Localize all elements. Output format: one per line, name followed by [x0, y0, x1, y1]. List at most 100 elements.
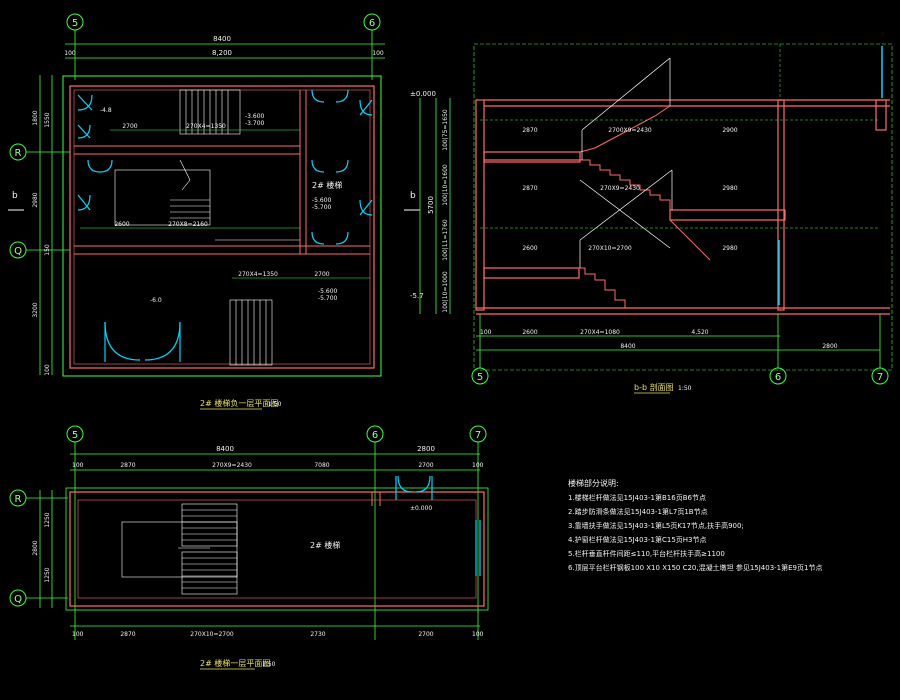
axis-label: 5	[477, 372, 483, 383]
dim-text: 100|75=1650	[442, 109, 449, 151]
dim-text: 150	[44, 244, 51, 256]
section-handrails	[579, 57, 673, 268]
door-swings	[395, 475, 481, 576]
dim-text: 2800	[32, 540, 39, 555]
dim-text: 8400	[213, 35, 231, 43]
section-mark: b	[12, 191, 18, 201]
note-item: 3.靠墙扶手做法见15J403-1第L5页K17节点,扶手高900;	[568, 521, 744, 530]
axis-label: 5	[72, 430, 78, 441]
dim-text: 5700	[427, 196, 435, 214]
dim-text: 8400	[620, 343, 635, 350]
section-walls	[475, 99, 890, 315]
dim-text: 100	[472, 631, 484, 638]
wall-outline	[69, 85, 375, 369]
dim-text: 2700	[418, 462, 433, 469]
elevation-label: -5.700	[318, 295, 338, 302]
axis-label: Q	[14, 246, 22, 257]
elevation-label: -5.600	[312, 197, 332, 204]
axis-label: R	[15, 148, 22, 159]
section-flights	[579, 105, 711, 308]
wall-inner	[77, 499, 477, 599]
elevation-label: ±0.000	[410, 505, 432, 512]
dim-text: 2700	[418, 631, 433, 638]
dim-text: 2870	[120, 462, 135, 469]
dim-text: 270X9=2430	[212, 462, 252, 469]
dim-text: 100	[44, 364, 51, 376]
axis-label: 6	[775, 372, 781, 383]
door-swings	[77, 89, 373, 362]
outer-frame	[65, 487, 489, 611]
dim-text: 100|10=1000	[442, 271, 449, 313]
dim-text: 2800	[417, 445, 435, 453]
dim-text: 100	[64, 50, 76, 57]
elevation-label: -5.7	[410, 292, 424, 300]
axis-label: 6	[372, 430, 378, 441]
drawing-scale: 1:50	[268, 401, 282, 408]
dim-text: 7080	[314, 462, 329, 469]
stair-label: 2700	[314, 271, 329, 278]
axis-bubble-7	[871, 367, 889, 385]
dim-text: 4,520	[691, 329, 708, 336]
flight-label: 2980	[722, 185, 737, 192]
note-item: 2.踏步防滑条做法见15J403-1第L7页1B节点	[568, 507, 708, 516]
stair-label: 270X4=1350	[186, 123, 226, 130]
note-item: 4.护窗栏杆做法见15J403-1第C15页H3节点	[568, 535, 707, 544]
section-windows	[778, 46, 883, 305]
flight-label: 2900	[722, 127, 737, 134]
dim-text: 1250	[44, 512, 51, 527]
stair-flight	[114, 89, 300, 366]
dim-text: 2980	[32, 192, 39, 207]
drawing-title: 2# 楼梯一层平面图	[200, 658, 270, 668]
flight-label: 2700X9=2430	[608, 127, 652, 134]
dim-text: 8,200	[212, 49, 232, 57]
dim-text: 2600	[522, 329, 537, 336]
dim-text: 270X10=2700	[190, 631, 234, 638]
axis-label: R	[15, 494, 22, 505]
elevation-label: -4.8	[100, 107, 112, 114]
drawing-scale: 1:50	[678, 385, 692, 392]
elevation-label: -5.700	[312, 204, 332, 211]
elevation-label: ±0.000	[410, 90, 436, 98]
note-item: 6.顶层平台栏杆钢板100 X10 X150 C20,混凝土墩坦 参见15J40…	[568, 563, 822, 572]
axis-label: 7	[475, 430, 481, 441]
dim-text: 1250	[44, 567, 51, 582]
notes-block: 楼梯部分说明: 1.楼梯栏杆做法见15J403-1第B16页B6节点 2.踏步防…	[568, 478, 822, 572]
elevation-label: -6.0	[150, 297, 162, 304]
room-label: 2# 楼梯	[310, 540, 340, 550]
elevation-label: -5.600	[318, 288, 338, 295]
plan-top: 5 6 8400 100 8,200 100 R Q 1800 1550 298…	[8, 13, 420, 410]
note-item: 5.栏杆垂直杆件间距≤110,平台栏杆扶手高≥1100	[568, 549, 725, 558]
dim-text: 100	[472, 462, 484, 469]
note-item: 1.楼梯栏杆做法见15J403-1第B16页B6节点	[568, 493, 706, 502]
dim-text: 100	[72, 631, 84, 638]
axis-label: 6	[369, 18, 375, 29]
drawing-title: 2# 楼梯负一层平面图	[200, 398, 278, 408]
axis-label: 5	[72, 18, 78, 29]
section-frame	[473, 43, 893, 371]
flight-label: 270X9=2430	[600, 185, 640, 192]
notes-heading: 楼梯部分说明:	[568, 478, 619, 488]
dim-text: 2870	[120, 631, 135, 638]
section-gridlines	[480, 44, 880, 229]
section-mark: b	[410, 191, 416, 201]
axis-label: 7	[877, 372, 883, 383]
dim-text: 270X4=1080	[580, 329, 620, 336]
flight-label: 270X10=2700	[588, 245, 632, 252]
elevation-label: -3.600	[245, 113, 265, 120]
dim-text: 100|10=1600	[442, 164, 449, 206]
wall-outline	[69, 491, 485, 607]
dim-text: 2800	[822, 343, 837, 350]
elevation-label: -3.700	[245, 120, 265, 127]
flight-label: 2870	[522, 127, 537, 134]
axis-bubble-5	[471, 367, 489, 385]
flight-label: 2980	[722, 245, 737, 252]
dim-text: 100|11=1760	[442, 219, 449, 261]
dim-text: 1550	[44, 112, 51, 127]
stair-label: 2600	[114, 221, 129, 228]
dim-text: 1800	[32, 110, 39, 125]
flight-label: 2600	[522, 245, 537, 252]
outer-frame	[62, 75, 382, 377]
axis-bubble-6	[769, 367, 787, 385]
dim-text: 2730	[310, 631, 325, 638]
